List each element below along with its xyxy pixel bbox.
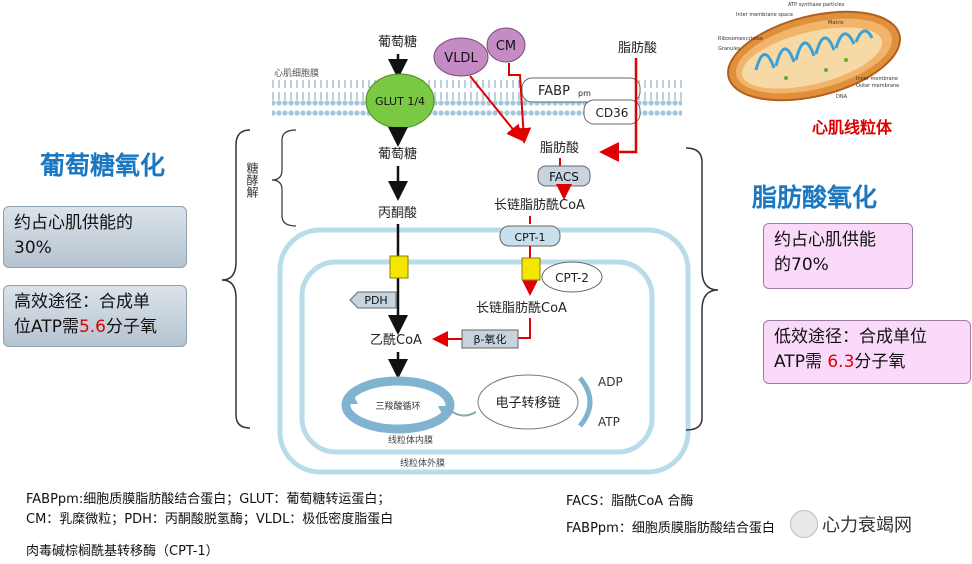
mito-label-dna: DNA (836, 94, 848, 100)
glucose-eff-value: 5.6 (78, 317, 106, 337)
atp-label: ATP (598, 415, 620, 429)
fatty-acid-entry-arrow (599, 58, 638, 162)
footnote-right1: FACS：脂酰CoA 合酶 (566, 494, 694, 509)
cpt1-label: CPT-1 (515, 231, 546, 244)
pyruvate-carrier (389, 255, 409, 279)
fatty-efficiency-box: 低效途径：合成单位 ATP需 6.3分子氧 (763, 320, 971, 384)
glucose-eff-post: 分子氧 (106, 317, 157, 337)
right-brace (685, 147, 719, 431)
pdh-box (349, 291, 397, 309)
footnote-right2: FABPpm：细胞质膜脂肪酸结合蛋白 (566, 521, 775, 536)
mito-outer-membrane (277, 227, 691, 475)
fatty-share-line1: 约占心肌供能 (774, 230, 876, 250)
glut-label: GLUT 1/4 (375, 95, 425, 108)
fatty-eff-pre: ATP需 (774, 352, 828, 372)
cell-membrane-label: 心肌细胞膜 (274, 67, 319, 79)
acetyl-coa-label: 乙酰CoA (370, 333, 422, 348)
footnote-line3: 肉毒碱棕榈酰基转移酶（CPT-1） (26, 544, 219, 559)
mito-label-ribosomes: Ribosomes (718, 36, 746, 42)
mito-label-atp: ATP synthase particles (788, 2, 845, 8)
mito-label-outer: Outer membrane (856, 83, 899, 89)
vldl-label: VLDL (444, 51, 478, 66)
mito-label-cristae: cristae (746, 36, 763, 42)
footnote-line2: CM：乳糜微粒；PDH：丙酮酸脱氢酶；VLDL：极低密度脂蛋白 (26, 512, 394, 527)
tca-label: 三羧酸循环 (375, 400, 420, 412)
fatty-eff-line1: 低效途径：合成单位 (774, 327, 927, 347)
glucose-share-line2: 30% (14, 238, 52, 258)
lcfa-coa-2-label: 长链脂肪酰CoA (476, 300, 567, 316)
mitochondrion-caption: 心肌线粒体 (812, 118, 893, 137)
glucose-eff-line2: 位ATP需5.6分子氧 (14, 315, 176, 340)
mito-label-ims: Inter membrane space (736, 12, 793, 18)
glucose-efficiency-box: 高效途径：合成单 位ATP需5.6分子氧 (3, 285, 187, 347)
wechat-logo-icon (790, 510, 818, 538)
mito-label-inner: Inner membrane (856, 76, 898, 82)
cpt2-label: CPT-2 (555, 271, 589, 285)
cm-label: CM (496, 39, 516, 54)
fabp-box (521, 77, 641, 103)
fabp-sub-label: pm (578, 89, 591, 98)
fatty-eff-line2: ATP需 6.3分子氧 (774, 350, 960, 375)
glucose-top-label: 葡萄糖 (378, 34, 417, 50)
beta-oxidation-label: β-氧化 (474, 332, 507, 346)
cm-circle (486, 27, 526, 63)
cd36-label: CD36 (596, 106, 629, 120)
glucose-share-box: 约占心肌供能的 30% (3, 206, 187, 268)
glucose-share-line1: 约占心肌供能的 (14, 213, 133, 233)
fatty-acid-top-label: 脂肪酸 (618, 40, 657, 56)
pdh-label: PDH (364, 294, 387, 307)
tca-cycle (341, 376, 455, 434)
adp-label: ADP (598, 375, 623, 389)
facs-label: FACS (549, 170, 579, 184)
footnote-line1: FABPpm:细胞质膜脂肪酸结合蛋白；GLUT：葡萄糖转运蛋白； (26, 492, 391, 507)
fabp-label: FABP (538, 84, 570, 99)
mito-inner-membrane (299, 259, 655, 455)
watermark-text: 心力衰竭网 (822, 515, 912, 536)
glucose-oxidation-title: 葡萄糖氧化 (40, 151, 166, 180)
inner-membrane-label: 线粒体内膜 (388, 434, 433, 446)
mito-label-matrix: Matrix (828, 20, 844, 26)
fatty-eff-post: 分子氧 (854, 352, 906, 372)
glycolysis-brace (271, 129, 297, 227)
glucose-mid-label: 葡萄糖 (378, 146, 417, 162)
etc-ellipse (477, 374, 579, 430)
vldl-arrow (469, 75, 523, 142)
outer-membrane-label: 线粒体外膜 (400, 457, 445, 469)
fatty-acid-carrier (521, 257, 541, 281)
glycolysis-label: 糖酵解 (245, 161, 259, 199)
fatty-share-line2: 的70% (774, 255, 829, 275)
fatty-eff-value: 6.3 (827, 352, 855, 372)
fatty-acid-oxidation-title: 脂肪酸氧化 (752, 183, 878, 212)
pyruvate-label: 丙酮酸 (378, 206, 417, 221)
mito-label-granules: Granules (718, 46, 741, 52)
glucose-eff-pre: 位ATP需 (14, 317, 79, 337)
fatty-share-box: 约占心肌供能 的70% (763, 223, 913, 289)
etc-label: 电子转移链 (495, 396, 560, 411)
glucose-eff-line1: 高效途径：合成单 (14, 292, 150, 312)
cpt2-ellipse (541, 261, 603, 293)
cd36-box (583, 99, 641, 125)
fatty-acid-mid-label: 脂肪酸 (540, 140, 579, 156)
cm-arrow (508, 63, 532, 144)
mitochondrion-illustration: Inter membrane space ATP synthase partic… (718, 2, 901, 102)
vldl-circle (433, 37, 489, 77)
left-brace (221, 129, 251, 429)
lcfa-coa-1-label: 长链脂肪酰CoA (494, 197, 585, 213)
